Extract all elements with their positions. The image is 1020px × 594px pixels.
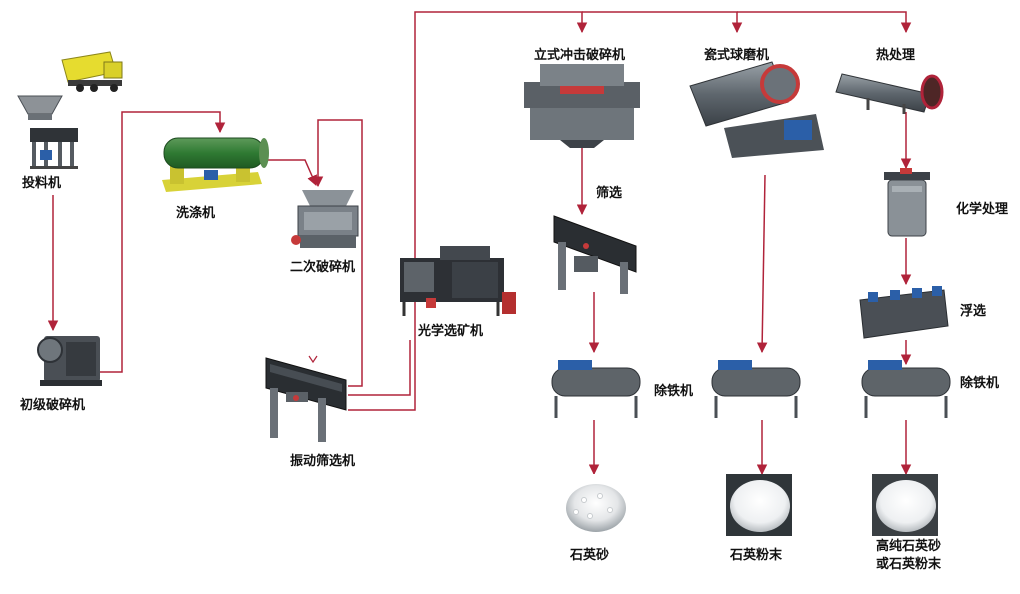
quartz-sand-icon: [564, 474, 628, 536]
cone-crusher-icon: [291, 190, 359, 248]
optical-sorter-icon: [400, 246, 516, 316]
washer-icon: [162, 137, 269, 192]
label-chemical-treatment: 化学处理: [956, 202, 1009, 217]
label-vibrating-screen: 振动筛选机: [290, 454, 356, 469]
dump-truck-icon: [61, 51, 123, 92]
label-secondary-crusher: 二次破碎机: [290, 260, 356, 275]
ball-mill-icon: [689, 61, 824, 158]
jaw-crusher-icon: [37, 336, 102, 386]
feeder-icon: [30, 128, 78, 169]
label-screening: 筛选: [596, 186, 623, 201]
mark-icon: [308, 355, 318, 364]
label-vsi-crusher: 立式冲击破碎机: [534, 48, 626, 63]
label-feeder: 投料机: [22, 176, 62, 191]
rotary-kiln-icon: [835, 73, 944, 114]
label-high-purity: 高纯石英砂或石英粉末: [876, 539, 942, 572]
high-purity-quartz-icon: [872, 474, 938, 536]
magnetic-separator-icon: [551, 360, 641, 418]
label-ball-mill: 瓷式球磨机: [704, 48, 770, 63]
label-primary-crusher: 初级破碎机: [20, 398, 86, 413]
label-quartz-sand: 石英砂: [570, 548, 610, 563]
flotation-cell-icon: [859, 286, 949, 339]
chemical-tank-icon: [884, 168, 930, 237]
label-heat-treatment: 热处理: [876, 48, 916, 63]
vibrating-screen-icon: [265, 357, 347, 442]
label-iron-removal-2: 除铁机: [960, 376, 1000, 391]
vsi-crusher-icon: [524, 64, 640, 148]
label-iron-removal-1: 除铁机: [654, 384, 694, 399]
magnetic-separator-icon: [861, 360, 951, 418]
screen-icon: [553, 215, 637, 294]
hopper-icon: [17, 95, 63, 120]
label-quartz-powder: 石英粉末: [730, 548, 783, 563]
quartz-powder-icon: [726, 474, 792, 536]
label-washer: 洗涤机: [176, 206, 216, 221]
label-optical-sorter: 光学选矿机: [418, 324, 484, 339]
magnetic-separator-icon: [711, 360, 801, 418]
flow-lines: [47, 11, 912, 476]
label-flotation: 浮选: [960, 304, 987, 319]
